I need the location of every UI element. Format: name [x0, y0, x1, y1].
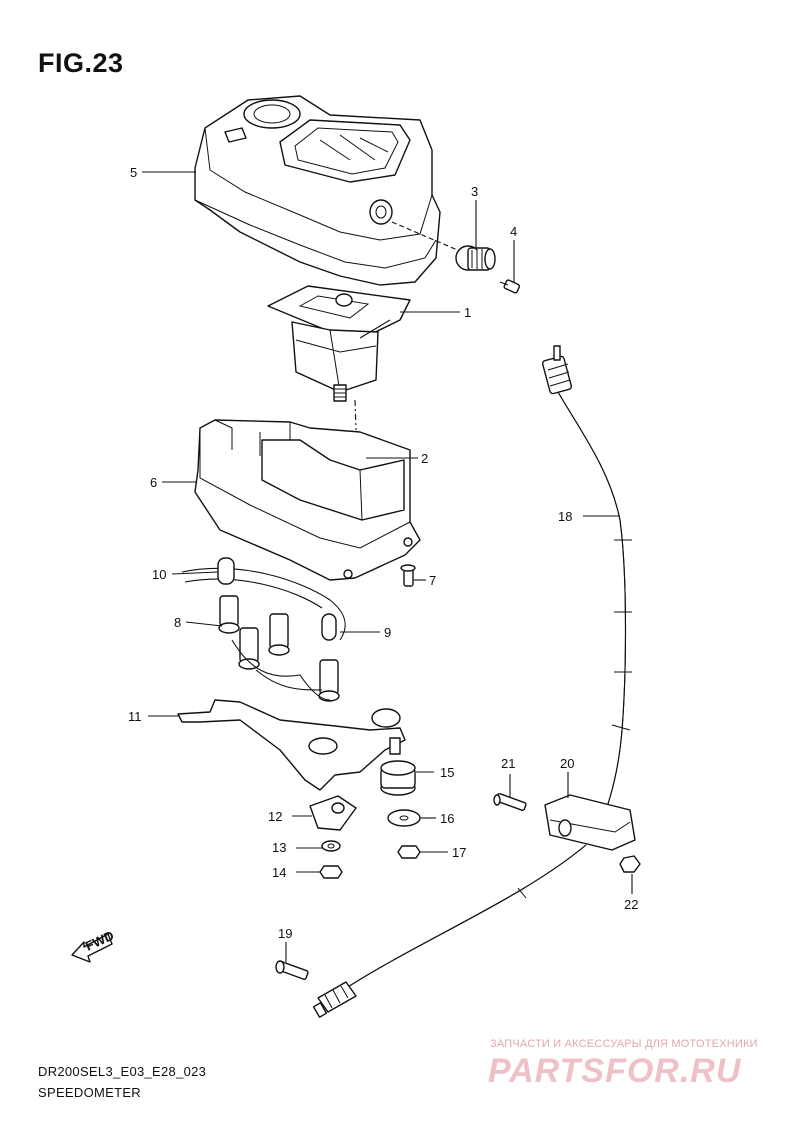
- callout-22: 22: [624, 897, 638, 912]
- callout-numbers: 1 2 3 4 5 6 7 8 9 10 11 12 13 14 15 16 1…: [128, 165, 638, 941]
- section-name: SPEEDOMETER: [38, 1085, 141, 1100]
- callout-leaders: [142, 171, 633, 962]
- damper-15: [380, 760, 416, 796]
- cable-clamp: [544, 794, 636, 851]
- callout-11: 11: [128, 709, 142, 724]
- model-code: DR200SEL3_E03_E28_023: [38, 1064, 207, 1079]
- callout-12: 12: [268, 809, 282, 824]
- watermark-logo: PARTSFOR.RU: [488, 1052, 742, 1090]
- callout-9: 9: [384, 625, 391, 640]
- lower-meter-case: [194, 419, 421, 581]
- speedometer-cable: [312, 345, 632, 1018]
- callout-6: 6: [150, 475, 157, 490]
- callout-17: 17: [452, 845, 466, 860]
- mounting-bracket: [177, 699, 406, 791]
- cable-screw: [275, 960, 309, 980]
- grommet-clamp: [309, 795, 357, 831]
- callout-1: 1: [464, 305, 471, 320]
- figure-title: FIG.23: [38, 48, 124, 78]
- callout-20: 20: [560, 756, 574, 771]
- bracket-screw: [400, 564, 416, 587]
- callout-18: 18: [558, 509, 572, 524]
- bulb-sockets: [218, 595, 340, 702]
- speedometer-assembly: [267, 285, 411, 431]
- callout-10: 10: [152, 567, 166, 582]
- knob-screw: [499, 279, 521, 294]
- callout-21: 21: [501, 756, 515, 771]
- callout-3: 3: [471, 184, 478, 199]
- washer-13: [321, 840, 341, 852]
- forward-direction-arrow: FWD: [71, 928, 116, 963]
- washer-16: [387, 809, 421, 827]
- callout-4: 4: [510, 224, 517, 239]
- callout-13: 13: [272, 840, 286, 855]
- callout-8: 8: [174, 615, 181, 630]
- clamp-bolt: [493, 792, 527, 812]
- watermark-caption: ЗАПЧАСТИ И АКСЕССУАРЫ ДЛЯ МОТОТЕХНИКИ: [490, 1038, 758, 1050]
- callout-15: 15: [440, 765, 454, 780]
- callout-7: 7: [429, 573, 436, 588]
- callout-5: 5: [130, 165, 137, 180]
- nut-14: [319, 865, 343, 879]
- callout-2: 2: [421, 451, 428, 466]
- meter-case-cover: [194, 95, 441, 286]
- indicator-wiring: [181, 557, 346, 641]
- callout-19: 19: [278, 926, 292, 941]
- nut-17: [397, 845, 421, 859]
- clamp-nut: [619, 855, 641, 873]
- reset-knob: [391, 221, 496, 271]
- callout-14: 14: [272, 865, 286, 880]
- callout-16: 16: [440, 811, 454, 826]
